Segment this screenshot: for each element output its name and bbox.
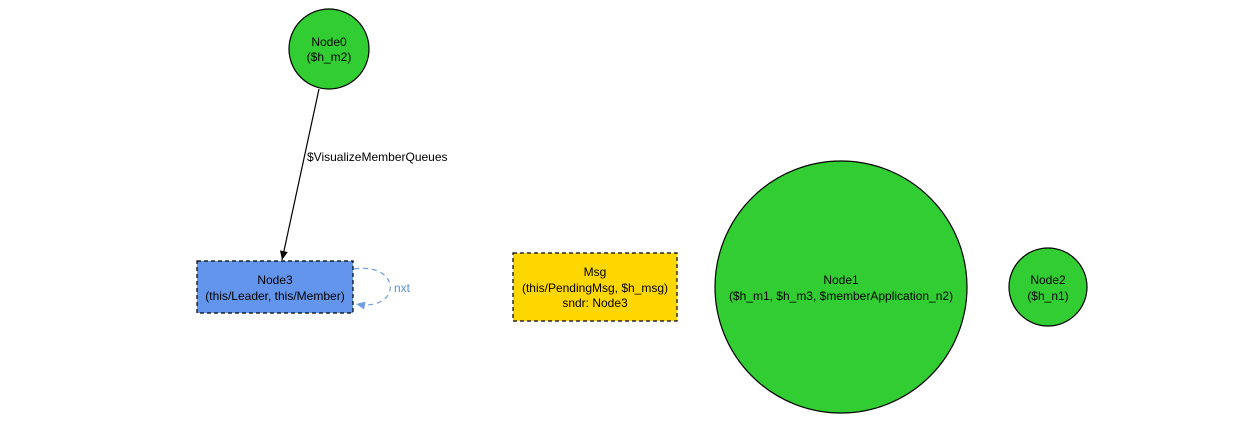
node-node2[interactable]: Node2 ($h_n1) <box>1008 247 1088 327</box>
node3-name: Node3 <box>257 273 293 287</box>
node1-atoms: ($h_m1, $h_m3, $memberApplication_n2) <box>729 289 953 303</box>
edge-line <box>279 88 320 261</box>
node1-circle <box>714 160 968 414</box>
node0-name: Node0 <box>311 35 347 49</box>
msg-box <box>512 252 678 322</box>
node2-atoms: ($h_n1) <box>1027 289 1068 303</box>
node2-circle <box>1008 247 1088 327</box>
edge-label-visualize-member-queues: $VisualizeMemberQueues <box>307 150 448 164</box>
msg-atoms: (this/PendingMsg, $h_msg) <box>522 281 668 295</box>
edge-line <box>353 267 391 310</box>
msg-name: Msg <box>584 265 607 279</box>
edge-visualize-member-queues[interactable]: $VisualizeMemberQueues <box>279 88 448 261</box>
node-node1[interactable]: Node1 ($h_m1, $h_m3, $memberApplication_… <box>714 160 968 414</box>
node2-name: Node2 <box>1030 273 1066 287</box>
node-msg[interactable]: Msg (this/PendingMsg, $h_msg) sndr: Node… <box>512 252 678 322</box>
node-node0[interactable]: Node0 ($h_m2) <box>288 8 370 90</box>
node1-name: Node1 <box>823 273 859 287</box>
node0-circle <box>288 8 370 90</box>
edge-label-nxt: nxt <box>394 281 411 295</box>
edge-nxt-self-loop[interactable]: nxt <box>353 267 411 310</box>
msg-sndr: sndr: Node3 <box>562 296 628 310</box>
node0-atoms: ($h_m2) <box>307 50 352 64</box>
node3-box <box>196 260 354 314</box>
node-node3[interactable]: Node3 (this/Leader, this/Member) <box>196 260 354 314</box>
node3-atoms: (this/Leader, this/Member) <box>205 289 344 303</box>
